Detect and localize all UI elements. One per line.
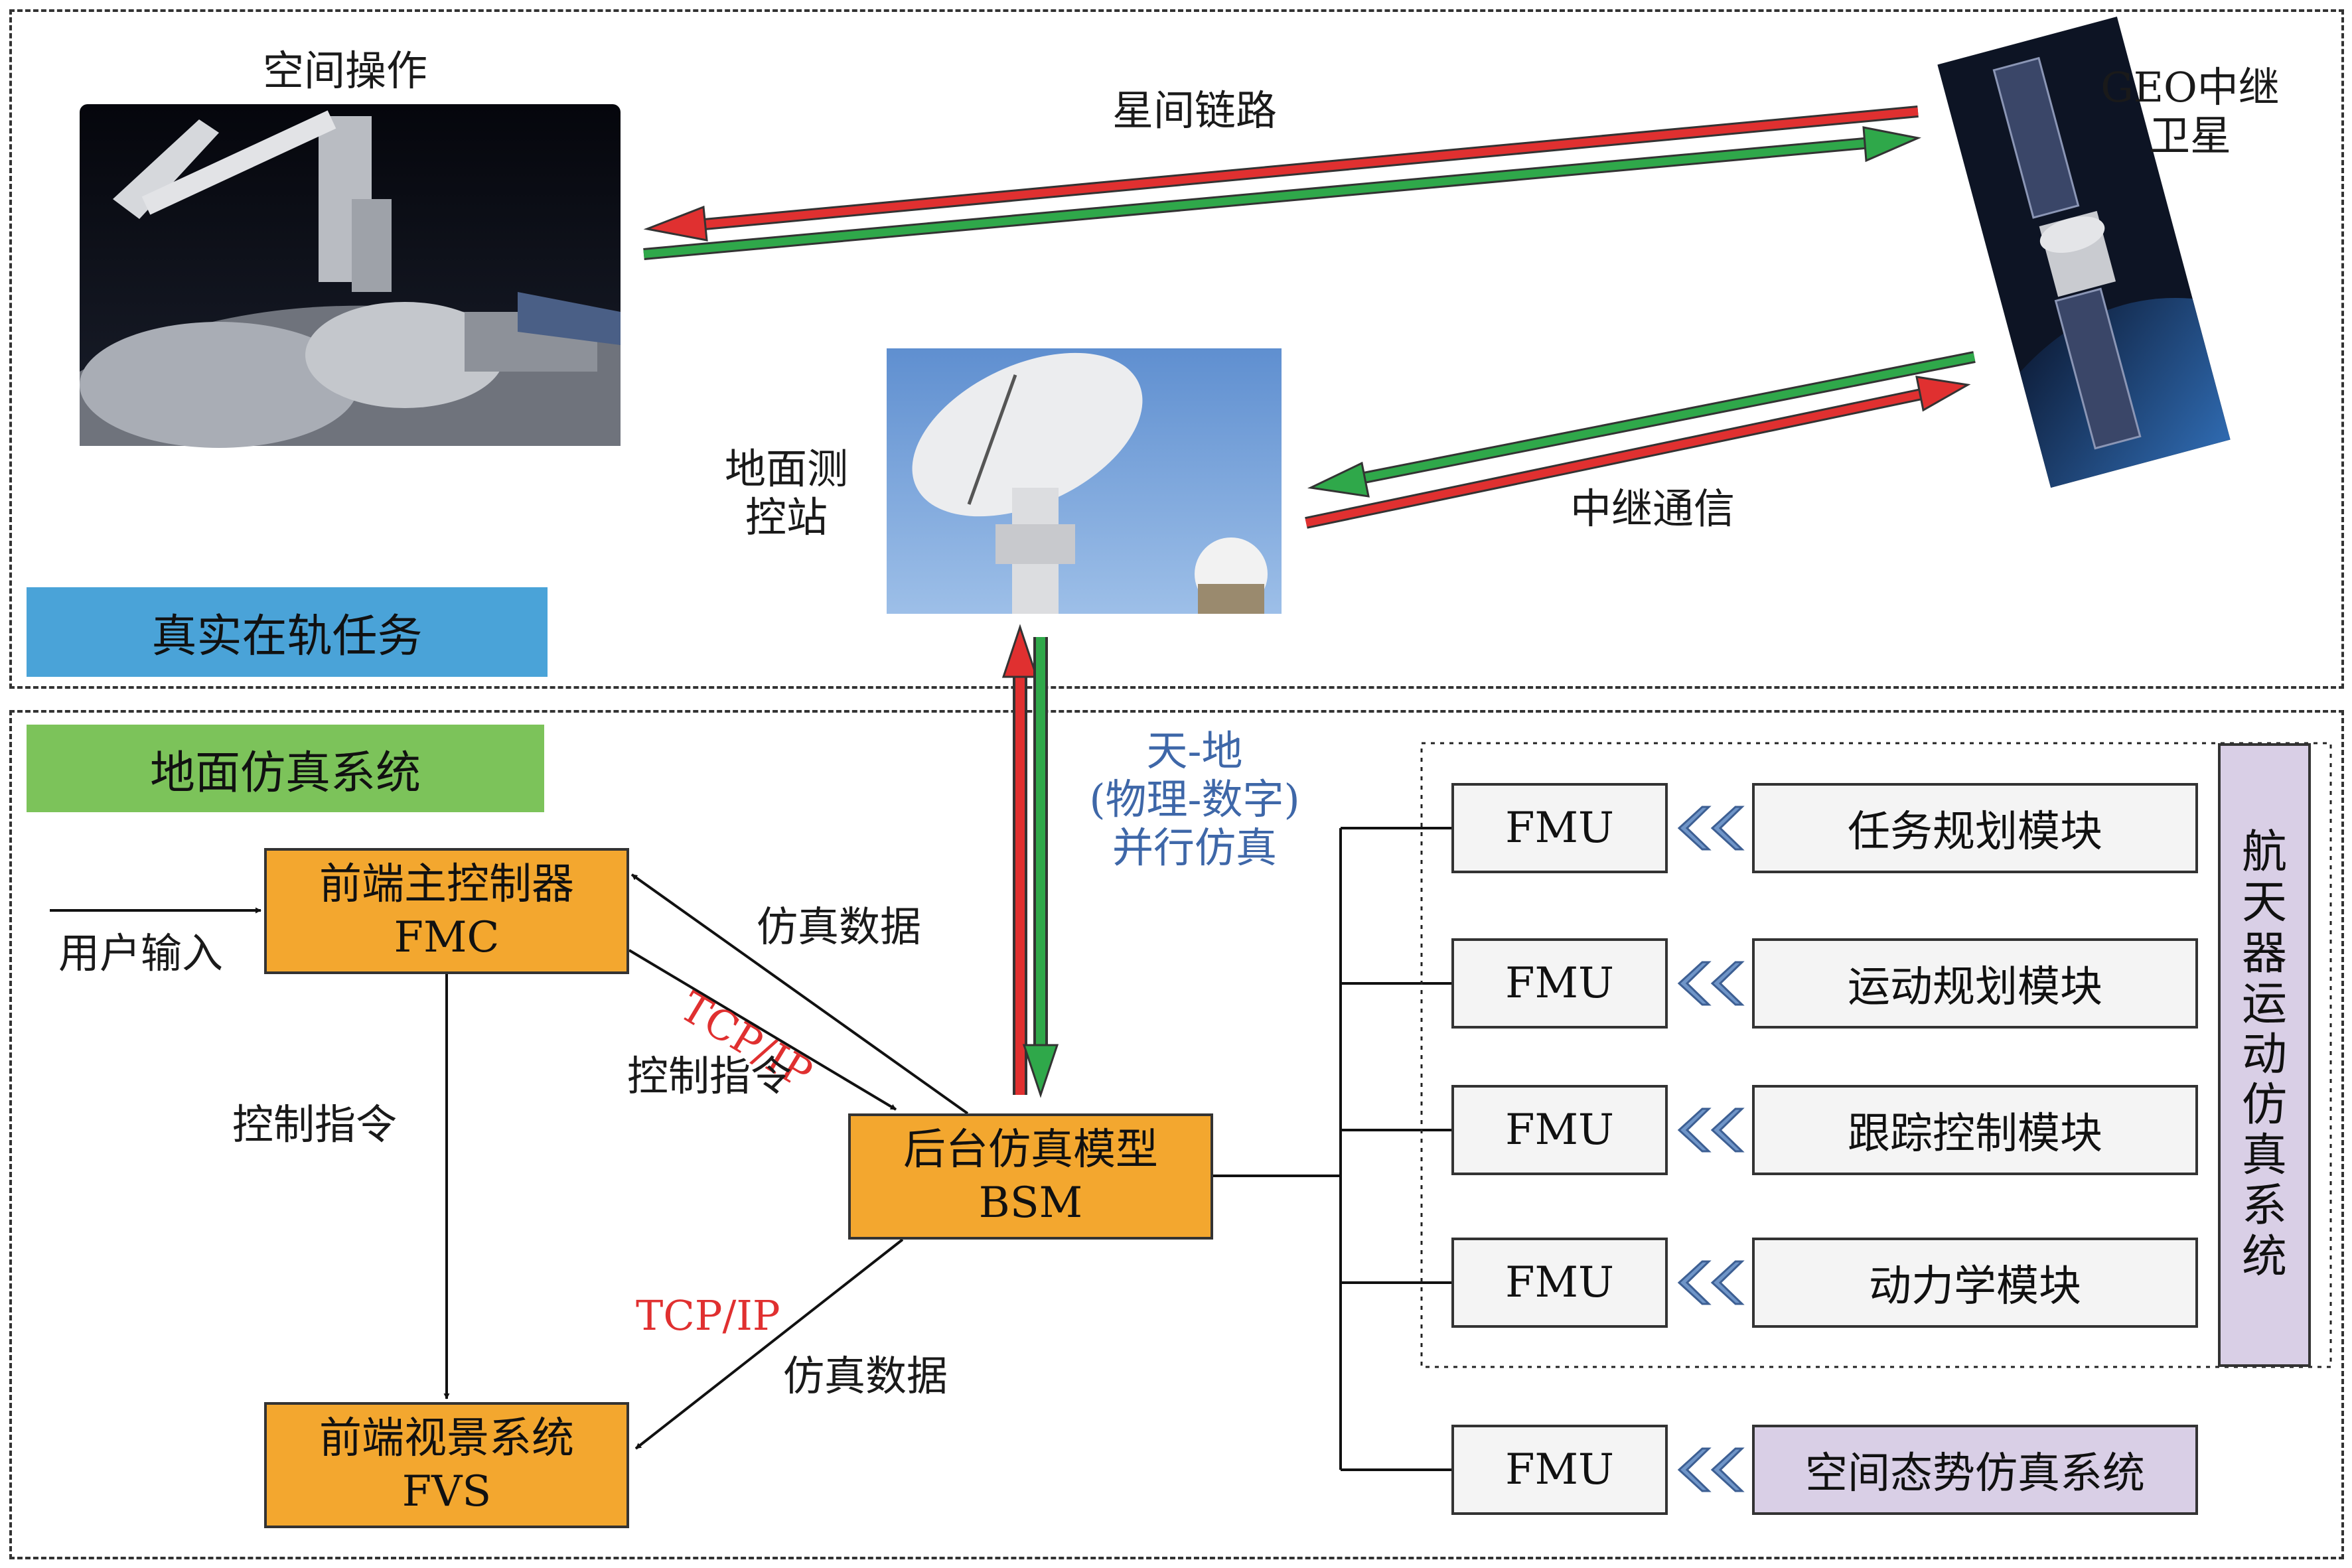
control-cmd-left-label: 控制指令 xyxy=(232,1100,398,1149)
spacecraft-sim-system-box: 航天器运动仿真系统 xyxy=(2218,743,2311,1367)
relay-comm-label: 中继通信 xyxy=(1570,484,1735,533)
fmu-box: FMU xyxy=(1451,1238,1668,1328)
fmu-box: FMU xyxy=(1451,938,1668,1029)
spacecraft-sim-char: 运 xyxy=(2241,977,2287,1031)
geo-relay-satellite-image xyxy=(1937,17,2231,488)
spacecraft-sim-char: 仿 xyxy=(2241,1079,2287,1132)
relay-comm-arrows xyxy=(1305,351,1976,529)
real-mission-region xyxy=(9,9,2344,689)
sim-data-top-label: 仿真数据 xyxy=(757,902,922,951)
tcpip-bottom-label: TCP/IP xyxy=(636,1291,780,1340)
module-box-task-planning: 任务规划模块 xyxy=(1752,783,2198,873)
geo-relay-label-line1: GEO中继 xyxy=(2100,63,2280,111)
fmc-title: 前端主控制器 xyxy=(319,860,574,909)
spacecraft-sim-char: 器 xyxy=(2241,927,2287,980)
module-box-motion-planning: 运动规划模块 xyxy=(1752,938,2198,1029)
spacecraft-sim-char: 统 xyxy=(2241,1230,2287,1283)
ground-sim-region xyxy=(9,710,2344,1559)
module-box-dynamics: 动力学模块 xyxy=(1752,1238,2198,1328)
ground-station-label-line1: 地面测 xyxy=(724,445,848,493)
space-ground-sim-label: 天-地 (物理-数字) 并行仿真 xyxy=(1049,727,1341,872)
geo-relay-label-line2: 卫星 xyxy=(2148,111,2231,161)
space-ground-vertical-arrows xyxy=(1001,624,1059,1098)
user-input-label: 用户输入 xyxy=(58,929,224,977)
fmc-box: 前端主控制器 FMC xyxy=(264,848,629,974)
spacecraft-sim-char: 真 xyxy=(2241,1129,2287,1182)
space-operation-label: 空间操作 xyxy=(262,46,427,95)
ground-sim-tag: 地面仿真系统 xyxy=(27,725,544,812)
double-chevron-icon xyxy=(1677,1107,1745,1153)
ground-station-image xyxy=(887,348,1282,614)
double-chevron-icon xyxy=(1677,1447,1745,1492)
ground-station-label-line2: 控站 xyxy=(745,493,828,542)
bsm-abbr: BSM xyxy=(978,1178,1083,1228)
spacecraft-sim-char: 天 xyxy=(2241,877,2287,930)
double-chevron-icon xyxy=(1677,961,1745,1006)
module-box-tracking-control: 跟踪控制模块 xyxy=(1752,1085,2198,1175)
space-ground-line1: 天-地 xyxy=(1146,727,1243,775)
intersat-link-label: 星间链路 xyxy=(1112,86,1277,135)
real-mission-tag: 真实在轨任务 xyxy=(27,587,548,677)
geo-relay-label: GEO中继 卫星 xyxy=(2071,63,2310,160)
spacecraft-sim-frame xyxy=(1420,742,2332,1368)
control-cmd-mid-label: 控制指令 xyxy=(627,1052,792,1100)
fvs-box: 前端视景系统 FVS xyxy=(264,1402,629,1528)
bsm-title: 后台仿真模型 xyxy=(903,1125,1158,1175)
double-chevron-icon xyxy=(1677,1260,1745,1305)
spacecraft-sim-char: 系 xyxy=(2241,1180,2287,1233)
flow-arrows xyxy=(50,873,969,1450)
intersat-link-arrows xyxy=(643,106,1922,260)
spacecraft-sim-char: 动 xyxy=(2241,1028,2287,1081)
space-situation-box: 空间态势仿真系统 xyxy=(1752,1425,2198,1515)
space-station-image xyxy=(80,104,621,448)
ground-station-label: 地面测 控站 xyxy=(697,445,876,541)
spacecraft-sim-char: 航 xyxy=(2241,826,2287,879)
fvs-abbr: FVS xyxy=(402,1467,492,1516)
bsm-fmu-connectors xyxy=(1211,827,1451,1471)
double-chevron-icons xyxy=(1677,806,1745,1492)
fmc-abbr: FMC xyxy=(394,913,500,962)
space-ground-line3: 并行仿真 xyxy=(1112,823,1277,873)
fmu-box: FMU xyxy=(1451,1085,1668,1175)
bsm-box: 后台仿真模型 BSM xyxy=(848,1113,1213,1240)
sim-data-bottom-label: 仿真数据 xyxy=(783,1352,948,1400)
double-chevron-icon xyxy=(1677,806,1745,851)
fvs-title: 前端视景系统 xyxy=(319,1414,574,1463)
fmu-box: FMU xyxy=(1451,783,1668,873)
space-ground-line2: (物理-数字) xyxy=(1089,775,1300,824)
fmu-box: FMU xyxy=(1451,1425,1668,1515)
